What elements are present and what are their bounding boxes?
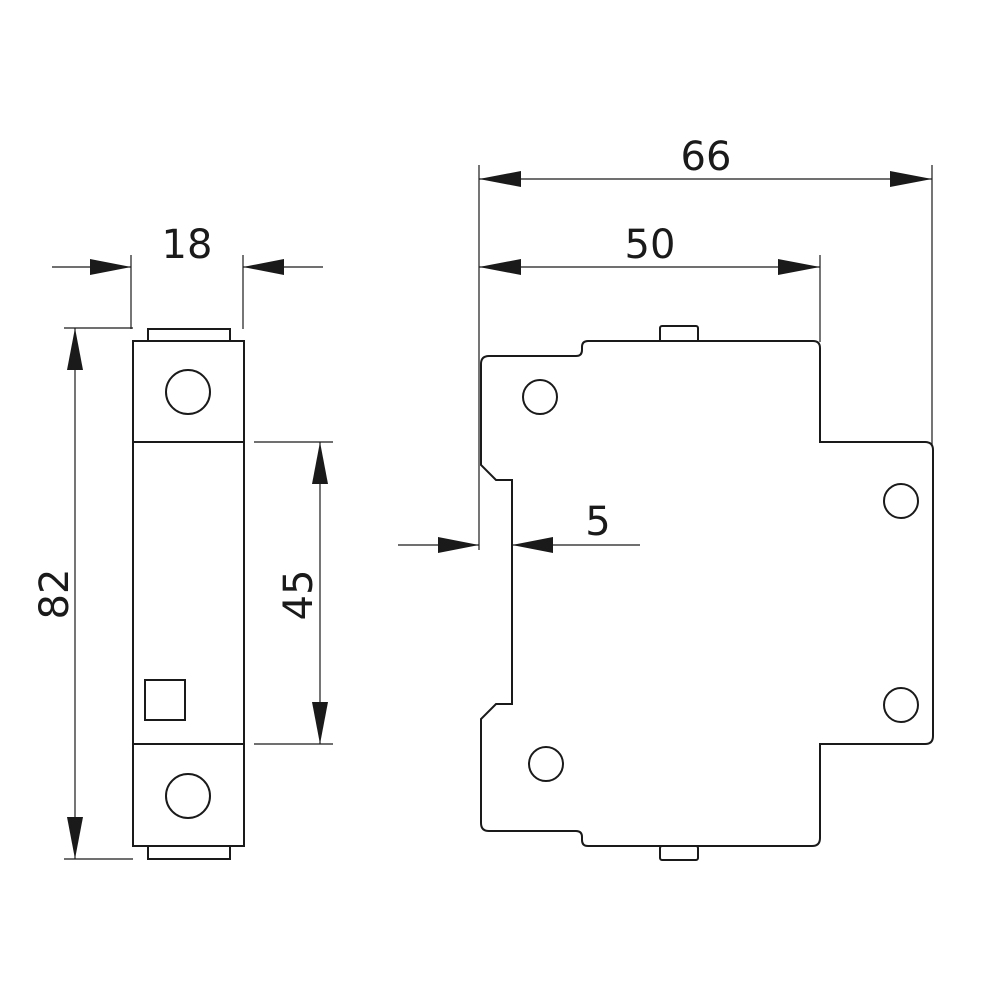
front-bottom-clip bbox=[147, 844, 231, 860]
dim-side-body-width: 50 bbox=[479, 222, 821, 342]
side-view bbox=[480, 325, 934, 861]
dim-side-rail-offset: 5 bbox=[398, 480, 640, 556]
dim-label-45: 45 bbox=[276, 570, 322, 621]
arrow-up bbox=[67, 328, 83, 370]
front-indicator-window bbox=[144, 679, 186, 721]
arrow-down bbox=[67, 817, 83, 859]
front-body bbox=[132, 340, 245, 847]
dim-front-height: 82 bbox=[32, 327, 133, 860]
side-hole-bottom-left bbox=[528, 746, 564, 782]
arrow-right bbox=[243, 259, 284, 275]
dim-label-5: 5 bbox=[585, 499, 610, 545]
dim-front-width: 18 bbox=[52, 222, 323, 329]
arrow-down bbox=[312, 702, 328, 744]
side-hole-top-right bbox=[883, 483, 919, 519]
front-top-terminal bbox=[165, 369, 211, 415]
arrow-up bbox=[312, 442, 328, 484]
side-outline bbox=[480, 340, 934, 847]
side-bottom-clip bbox=[659, 845, 699, 861]
front-view bbox=[132, 328, 245, 860]
arrow-left bbox=[512, 537, 553, 553]
dim-front-window: 45 bbox=[254, 441, 333, 745]
arrow-left bbox=[479, 259, 521, 275]
dim-label-50: 50 bbox=[625, 222, 676, 268]
arrow-right bbox=[890, 171, 932, 187]
arrow-left bbox=[479, 171, 521, 187]
dim-label-82: 82 bbox=[32, 569, 78, 620]
side-hole-top-left bbox=[522, 379, 558, 415]
side-hole-bottom-right bbox=[883, 687, 919, 723]
arrow-right bbox=[438, 537, 479, 553]
dim-side-total-width: 66 bbox=[478, 134, 933, 550]
arrow-left bbox=[90, 259, 131, 275]
side-top-clip bbox=[659, 325, 699, 343]
dim-label-18: 18 bbox=[162, 222, 213, 268]
dim-label-66: 66 bbox=[681, 134, 732, 180]
front-bottom-terminal bbox=[165, 773, 211, 819]
arrow-right bbox=[778, 259, 820, 275]
